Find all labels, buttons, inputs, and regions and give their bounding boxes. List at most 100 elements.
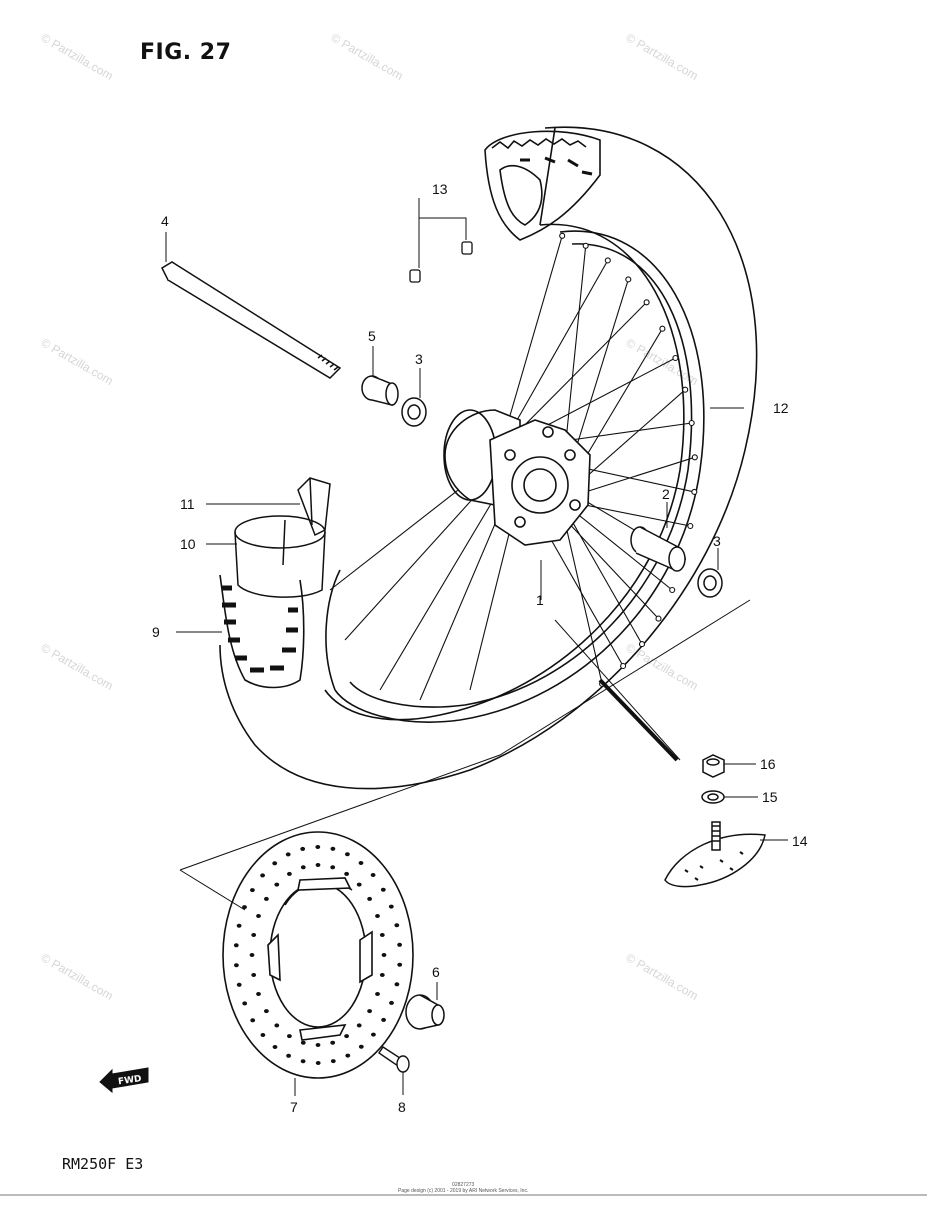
disc-hole xyxy=(242,905,247,910)
disc-hole xyxy=(272,861,278,866)
figure-title: FIG. 27 xyxy=(140,40,232,65)
disc-hole xyxy=(375,914,380,918)
disc-hole xyxy=(236,923,242,928)
disc-hole xyxy=(274,1023,280,1028)
disc-hole xyxy=(358,861,364,865)
callout-4: 4 xyxy=(161,213,169,229)
spoke-nipple-icon xyxy=(409,241,473,283)
disc-hole xyxy=(251,933,257,937)
callout-6: 6 xyxy=(432,964,440,980)
watermark: © Partzilla.com xyxy=(39,950,116,1003)
spoke-nipple-icon xyxy=(691,488,698,495)
disc-hole xyxy=(394,923,400,928)
bearing-icon xyxy=(401,397,427,427)
valve-nut-icon xyxy=(702,754,725,778)
spoke-nipple-icon xyxy=(655,615,662,622)
disc-hole xyxy=(250,1018,256,1023)
disc-hole xyxy=(375,992,380,996)
spoke-nipple-icon xyxy=(625,276,632,283)
callout-12: 12 xyxy=(773,400,789,416)
watermark: © Partzilla.com xyxy=(39,30,116,83)
rim-band-icon xyxy=(664,821,766,888)
disc-hole xyxy=(286,1053,291,1058)
watermark: © Partzilla.com xyxy=(39,335,116,388)
assembly-guide-lines xyxy=(179,599,751,911)
spoke-nipple-icon xyxy=(604,257,611,264)
disc-hole xyxy=(381,953,387,957)
disc-hole xyxy=(367,1009,372,1014)
disc-hole xyxy=(344,871,349,876)
disc-hole xyxy=(358,1044,364,1049)
callout-13: 13 xyxy=(432,181,448,197)
callout-7: 7 xyxy=(290,1099,298,1115)
disc-hole xyxy=(371,1032,376,1037)
spoke-nipple-icon xyxy=(559,232,566,239)
fwd-arrow-icon: FWD xyxy=(99,1067,149,1094)
spoke-nipple-icon xyxy=(638,641,646,648)
callout-3-right: 3 xyxy=(713,533,721,549)
spacer-icon xyxy=(630,526,686,572)
disc-hole xyxy=(344,1034,349,1039)
disc-hole xyxy=(394,982,400,987)
disc-hole xyxy=(345,852,350,857)
watermark: © Partzilla.com xyxy=(624,30,701,83)
callout-1: 1 xyxy=(536,592,544,608)
disc-hole xyxy=(330,1059,336,1064)
spoke-icon xyxy=(499,235,563,451)
disc-hole xyxy=(367,896,372,901)
disc-hole xyxy=(315,863,321,867)
hub-icon xyxy=(443,409,591,546)
brake-disc-holes xyxy=(233,845,403,1065)
disc-hole xyxy=(264,896,269,901)
spacer-icon xyxy=(361,375,399,406)
callout-10: 10 xyxy=(180,536,196,552)
disc-hole xyxy=(234,963,239,968)
disc-hole xyxy=(285,852,291,857)
watermark: © Partzilla.com xyxy=(624,950,701,1003)
disc-hole xyxy=(274,882,280,887)
disc-hole xyxy=(345,1053,351,1058)
disc-hole xyxy=(379,973,385,977)
bearing-icon xyxy=(405,994,445,1030)
spoke-nipple-icon xyxy=(672,354,679,362)
fwd-label: FWD xyxy=(118,1074,143,1087)
disc-hole xyxy=(264,1009,269,1014)
disc-hole xyxy=(315,845,321,849)
disc-hole xyxy=(256,914,261,918)
axle-icon xyxy=(161,261,342,379)
disc-hole xyxy=(389,1000,394,1005)
disc-hole xyxy=(330,865,336,870)
callout-9: 9 xyxy=(152,624,160,640)
watermark: © Partzilla.com xyxy=(624,640,701,693)
disc-hole xyxy=(370,873,376,877)
disc-hole xyxy=(356,1023,362,1028)
spoke-nipple-icon xyxy=(691,454,698,461)
disc-hole xyxy=(249,953,255,957)
disc-hole xyxy=(272,1045,278,1049)
rim-band-icon xyxy=(297,477,331,537)
disc-hole xyxy=(381,1017,386,1022)
washer-icon xyxy=(701,790,725,804)
valve-stem-arrow xyxy=(598,678,679,762)
disc-hole xyxy=(250,888,255,893)
callout-labels: 4 5 3 13 12 11 10 9 2 3 1 16 15 14 6 7 8 xyxy=(152,181,808,1115)
callout-15: 15 xyxy=(762,789,778,805)
disc-hole xyxy=(379,933,385,937)
disc-hole xyxy=(300,846,306,851)
spoke-nipple-icon xyxy=(687,522,694,530)
spoke-nipple-icon xyxy=(659,325,666,332)
watermark: © Partzilla.com xyxy=(329,30,406,83)
disc-hole xyxy=(397,942,402,947)
footer-credit: 02827273 Page design (c) 2001 - 2019 by … xyxy=(398,1182,528,1194)
disc-hole xyxy=(330,1040,336,1045)
disc-hole xyxy=(300,1059,306,1064)
leader-lines xyxy=(165,198,788,1096)
callout-14: 14 xyxy=(792,833,808,849)
disc-bolt-icon xyxy=(378,1046,410,1073)
disc-hole xyxy=(356,882,362,887)
callout-8: 8 xyxy=(398,1099,406,1115)
spoke-nipple-icon xyxy=(682,386,689,393)
disc-hole xyxy=(242,1001,248,1006)
